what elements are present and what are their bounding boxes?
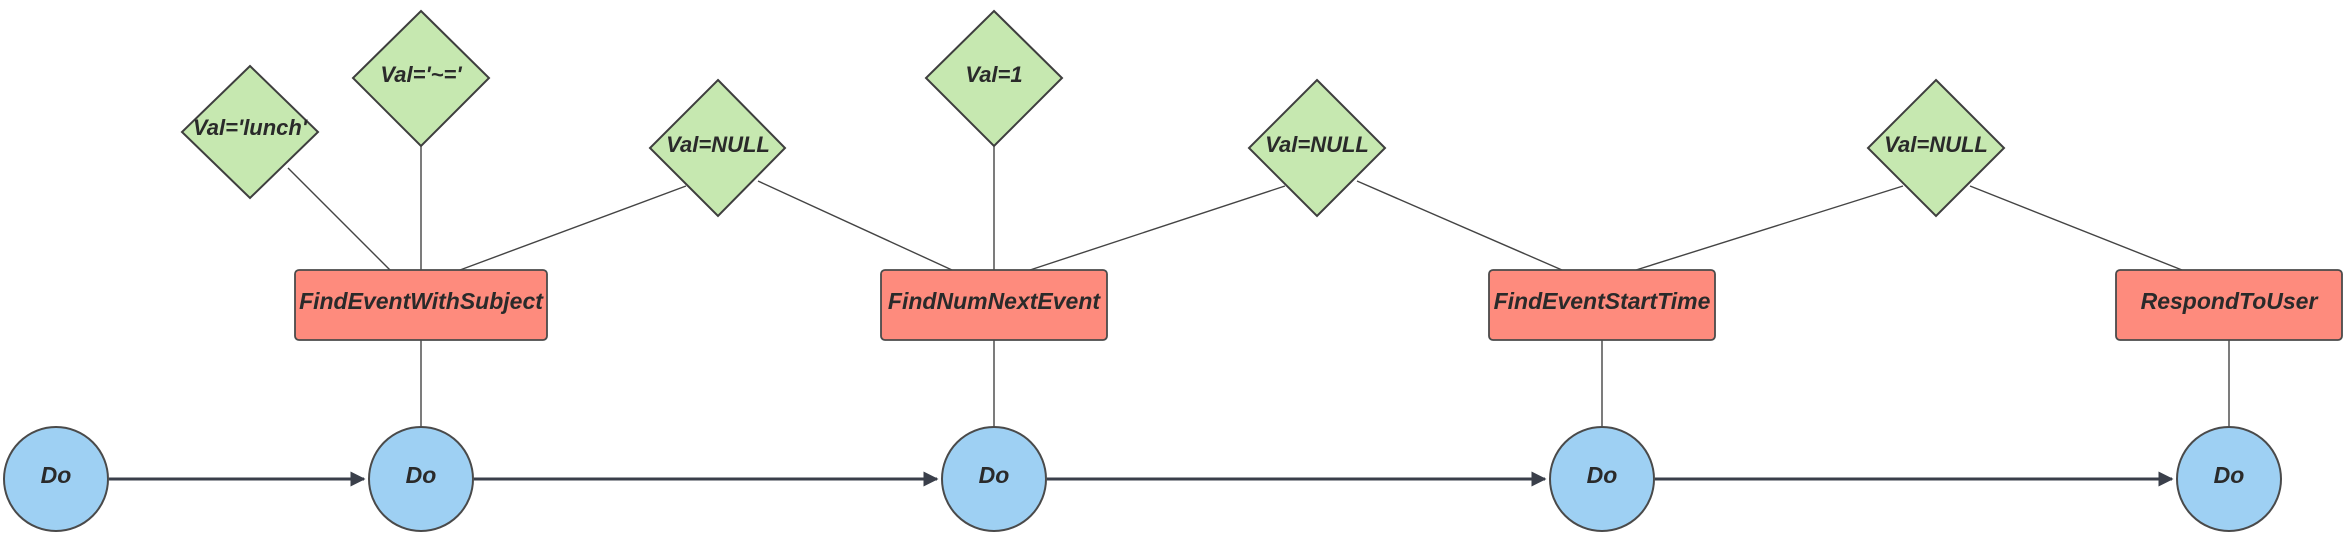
do-label: Do: [1587, 462, 1618, 488]
function-box: [2115, 269, 2343, 341]
do-circle: [2176, 426, 2282, 532]
do-node[interactable]: Do: [2176, 426, 2282, 532]
link-v3-f1: [459, 185, 687, 271]
value-diamond: [351, 9, 491, 148]
link-v6-f3: [1635, 185, 1904, 271]
value-label: Val='~=': [380, 62, 462, 87]
value-node[interactable]: Val=NULL: [648, 78, 787, 218]
value-label: Val=NULL: [666, 132, 770, 157]
value-diamond: [648, 78, 787, 218]
value-label: Val=NULL: [1884, 132, 1988, 157]
value-label: Val=1: [965, 62, 1022, 87]
do-label: Do: [979, 462, 1010, 488]
do-nodes: Do Do Do Do Do: [3, 426, 2282, 532]
value-label: Val='lunch': [193, 115, 308, 140]
value-node[interactable]: Val='lunch': [180, 64, 320, 200]
do-circle: [941, 426, 1047, 532]
link-v3-f2: [757, 180, 953, 271]
do-node[interactable]: Do: [941, 426, 1047, 532]
value-diamond: [1247, 78, 1387, 218]
function-node[interactable]: RespondToUser: [2115, 269, 2343, 341]
do-circle: [368, 426, 474, 532]
do-node[interactable]: Do: [368, 426, 474, 532]
value-node[interactable]: Val=NULL: [1247, 78, 1387, 218]
link-v5-f3: [1356, 180, 1563, 271]
do-label: Do: [41, 462, 72, 488]
value-links: [287, 146, 2183, 271]
function-label: FindNumNextEvent: [888, 288, 1101, 314]
function-nodes: FindEventWithSubject FindNumNextEvent Fi…: [294, 269, 2343, 341]
function-node[interactable]: FindEventStartTime: [1488, 269, 1716, 341]
function-node[interactable]: FindEventWithSubject: [294, 269, 548, 341]
function-box: [1488, 269, 1716, 341]
do-label: Do: [2214, 462, 2245, 488]
value-diamond: [924, 9, 1064, 148]
function-label: FindEventWithSubject: [299, 288, 544, 314]
value-diamond: [1866, 78, 2006, 218]
value-node[interactable]: Val=NULL: [1866, 78, 2006, 218]
value-diamond: [180, 64, 320, 200]
function-label: FindEventStartTime: [1494, 288, 1711, 314]
link-v1-f1: [287, 167, 391, 271]
value-node[interactable]: Val=1: [924, 9, 1064, 148]
function-node[interactable]: FindNumNextEvent: [880, 269, 1108, 341]
do-circle: [3, 426, 109, 532]
do-node[interactable]: Do: [3, 426, 109, 532]
function-links: [420, 340, 2230, 426]
function-box: [880, 269, 1108, 341]
function-label: RespondToUser: [2141, 288, 2319, 314]
link-v5-f2: [1029, 185, 1286, 271]
do-node[interactable]: Do: [1549, 426, 1655, 532]
link-v6-f4: [1969, 185, 2183, 271]
value-node[interactable]: Val='~=': [351, 9, 491, 148]
do-circle: [1549, 426, 1655, 532]
function-box: [294, 269, 548, 341]
value-nodes: Val='lunch' Val='~=' Val=NULL Val=1 Val=…: [180, 9, 2006, 218]
do-label: Do: [406, 462, 437, 488]
value-label: Val=NULL: [1265, 132, 1369, 157]
